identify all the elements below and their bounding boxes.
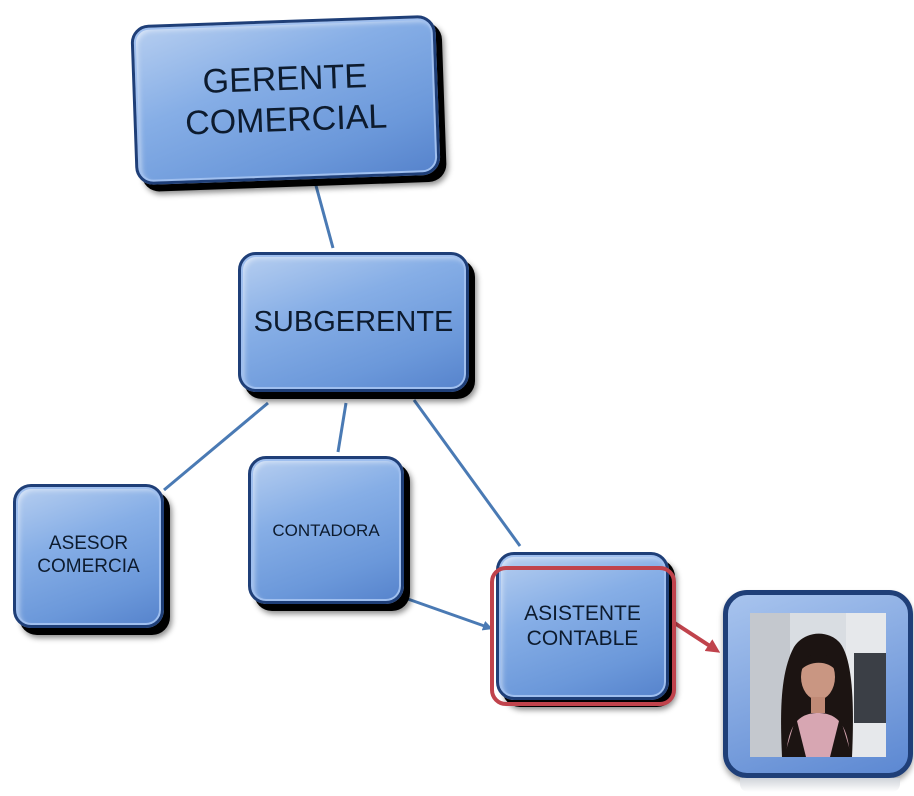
node-label: GERENTE COMERCIAL — [184, 57, 388, 143]
connector-subgerente-asesor — [163, 401, 269, 492]
arrow-contadora-asistente — [404, 596, 493, 631]
node-label: ASISTENTE CONTABLE — [524, 601, 641, 650]
node-asistente-contable: ASISTENTE CONTABLE — [496, 552, 669, 700]
node-label: CONTADORA — [272, 521, 380, 540]
node-subgerente: SUBGERENTE — [238, 252, 469, 392]
connector-subgerente-asistente — [412, 399, 522, 547]
node-asesor-comercia: ASESOR COMERCIA — [13, 484, 164, 628]
connector-subgerente-contadora — [336, 402, 348, 453]
portrait-photo-frame — [723, 590, 913, 778]
node-label: ASESOR COMERCIA — [37, 533, 140, 577]
asistente-highlight-border — [490, 566, 676, 706]
portrait-reflection — [740, 778, 900, 792]
node-contadora: CONTADORA — [248, 456, 404, 604]
arrow-asistente-photo — [668, 618, 721, 653]
node-label: SUBGERENTE — [253, 305, 454, 338]
connector-gerente-subgerente — [313, 181, 335, 249]
node-gerente-comercial: GERENTE COMERCIAL — [130, 14, 441, 186]
person-portrait-icon — [750, 613, 886, 757]
